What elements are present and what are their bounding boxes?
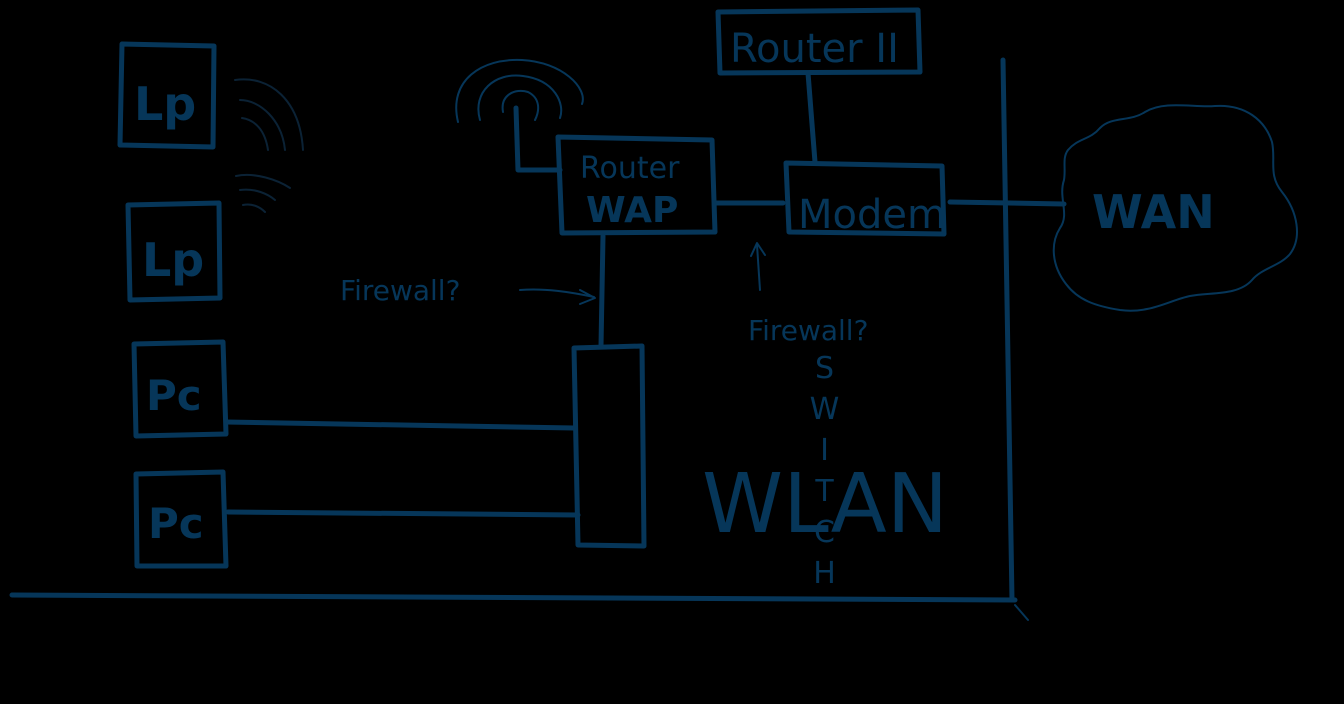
- router-wap-label-line1: Router: [580, 151, 680, 186]
- laptop-1-label: Lp: [134, 77, 196, 131]
- wlan-boundary-bottom: [9, 592, 1018, 603]
- link-router2-modem: [805, 70, 818, 165]
- pc-1-label: Pc: [146, 371, 202, 420]
- router-wap-label-line2: WAP: [586, 190, 678, 231]
- antenna-icon: [455, 58, 584, 173]
- link-pc2-switch: [225, 509, 581, 518]
- router-wap-node: Router WAP: [555, 134, 718, 236]
- wan-label: WAN: [1092, 185, 1215, 239]
- laptop-node-2: Lp: [125, 200, 223, 303]
- laptop-node-1: Lp: [117, 41, 217, 150]
- boundary-tick: [1014, 604, 1029, 621]
- router2-node: Router II: [715, 7, 923, 76]
- wan-cloud-node: WAN: [1052, 104, 1298, 312]
- link-switch-router-wap: [598, 233, 606, 349]
- firewall-left-label: Firewall?: [340, 274, 460, 307]
- wireless-signal-icon: [234, 78, 304, 213]
- pc-node-2: Pc: [133, 469, 229, 569]
- firewall-annotation-left: Firewall?: [340, 274, 596, 307]
- firewall-right-label: Firewall?: [748, 314, 868, 347]
- pc-node-1: Pc: [131, 339, 229, 439]
- wlan-boundary-right: [1000, 57, 1015, 603]
- laptop-2-label: Lp: [142, 233, 204, 287]
- modem-node: Modem: [783, 160, 947, 238]
- router2-label: Router II: [730, 26, 899, 72]
- pc-2-label: Pc: [148, 499, 204, 548]
- link-pc1-switch: [223, 419, 577, 431]
- modem-label: Modem: [798, 192, 946, 238]
- link-modem-wan: [947, 199, 1067, 207]
- wlan-region-label: WLAN: [702, 457, 948, 552]
- firewall-annotation-right: Firewall?: [748, 242, 868, 347]
